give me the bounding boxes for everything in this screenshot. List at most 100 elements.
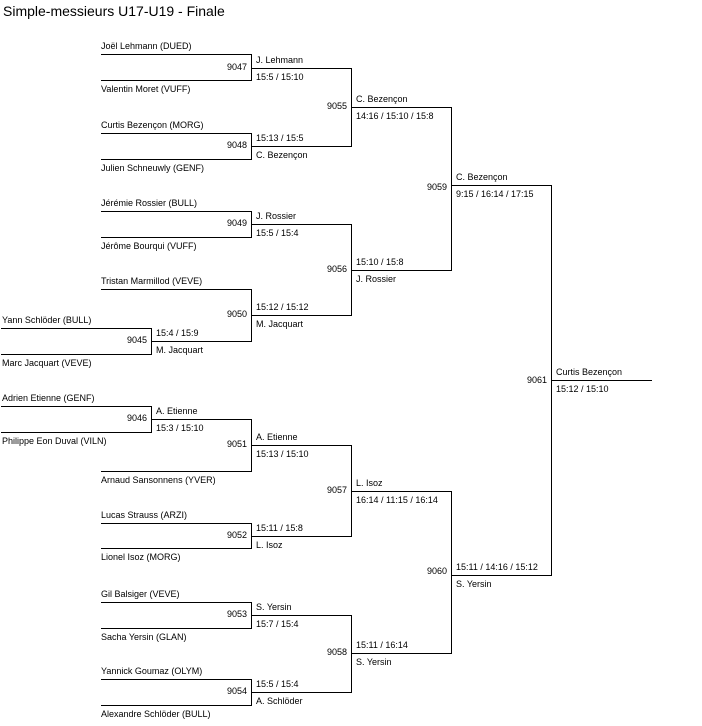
bracket-line — [351, 653, 452, 654]
match-winner: S. Yersin — [456, 579, 492, 589]
bracket-line — [101, 602, 252, 603]
match-number: 9056 — [326, 264, 347, 274]
player-name: Yann Schlöder (BULL) — [2, 315, 92, 325]
match-score: 9:15 / 16:14 / 17:15 — [456, 189, 534, 199]
bracket-line — [251, 54, 252, 81]
match-number: 9057 — [326, 485, 347, 495]
bracket-line — [1, 432, 152, 433]
bracket-line — [101, 679, 252, 680]
match-winner: J. Rossier — [256, 211, 297, 221]
player-name: Yannick Goumaz (OLYM) — [101, 666, 203, 676]
match-score: 15:7 / 15:4 — [256, 619, 299, 629]
match-score: 15:13 / 15:10 — [256, 449, 309, 459]
bracket-line — [101, 628, 252, 629]
player-name: Curtis Bezençon (MORG) — [101, 120, 204, 130]
bracket-line — [351, 491, 452, 492]
bracket-line — [451, 107, 452, 271]
bracket-line — [351, 615, 352, 693]
match-winner: J. Rossier — [356, 274, 397, 284]
bracket-line — [251, 224, 352, 225]
match-score: 15:5 / 15:4 — [256, 228, 299, 238]
bracket-line — [101, 211, 252, 212]
match-winner: S. Yersin — [356, 657, 392, 667]
bracket-line — [151, 419, 252, 420]
bracket-line — [1, 406, 152, 407]
player-name: Valentin Moret (VUFF) — [101, 84, 191, 94]
player-name: Adrien Etienne (GENF) — [2, 393, 95, 403]
bracket-line — [101, 54, 252, 55]
match-number: 9047 — [226, 62, 247, 72]
bracket-line — [451, 575, 552, 576]
bracket-line — [101, 548, 252, 549]
bracket-line — [101, 237, 252, 238]
match-number: 9050 — [226, 309, 247, 319]
match-score: 15:5 / 15:10 — [256, 72, 304, 82]
bracket-line — [351, 270, 452, 271]
match-number: 9060 — [426, 566, 447, 576]
player-name: Lionel Isoz (MORG) — [101, 552, 181, 562]
bracket-line — [101, 289, 252, 290]
match-winner: C. Bezençon — [356, 94, 408, 104]
match-winner: C. Bezençon — [256, 150, 308, 160]
match-number: 9061 — [526, 375, 547, 385]
bracket-line — [251, 445, 352, 446]
player-name: Jérôme Bourqui (VUFF) — [101, 241, 197, 251]
player-name: Julien Schneuwly (GENF) — [101, 163, 205, 173]
bracket-line — [351, 107, 452, 108]
bracket-line — [101, 523, 252, 524]
bracket-line — [251, 536, 352, 537]
match-score: 15:3 / 15:10 — [156, 423, 204, 433]
bracket-line — [101, 471, 252, 472]
player-name: Arnaud Sansonnens (YVER) — [101, 475, 216, 485]
player-name: Marc Jacquart (VEVE) — [2, 358, 92, 368]
match-winner: J. Lehmann — [256, 55, 304, 65]
bracket-line — [451, 491, 452, 654]
match-winner: A. Etienne — [156, 406, 198, 416]
match-number: 9046 — [126, 413, 147, 423]
match-score: 15:10 / 15:8 — [356, 257, 404, 267]
bracket-line — [101, 133, 252, 134]
match-score: 15:11 / 14:16 / 15:12 — [456, 562, 538, 572]
match-score: 15:13 / 15:5 — [256, 133, 304, 143]
match-number: 9053 — [226, 609, 247, 619]
match-number: 9052 — [226, 530, 247, 540]
bracket-line — [1, 328, 152, 329]
match-winner: S. Yersin — [256, 602, 292, 612]
player-name: Philippe Eon Duval (VILN) — [2, 436, 107, 446]
player-name: Sacha Yersin (GLAN) — [101, 632, 187, 642]
bracket-line — [251, 146, 352, 147]
match-number: 9045 — [126, 335, 147, 345]
match-score: 15:5 / 15:4 — [256, 679, 299, 689]
match-number: 9049 — [226, 218, 247, 228]
match-winner: L. Isoz — [256, 540, 283, 550]
bracket-line — [551, 380, 652, 381]
match-score: 15:4 / 15:9 — [156, 328, 199, 338]
player-name: Lucas Strauss (ARZI) — [101, 510, 188, 520]
match-number: 9058 — [326, 647, 347, 657]
bracket-line — [1, 354, 152, 355]
match-winner: M. Jacquart — [256, 319, 304, 329]
bracket-line — [251, 615, 352, 616]
match-number: 9054 — [226, 686, 247, 696]
bracket-line — [251, 315, 352, 316]
match-winner: A. Schlöder — [256, 696, 303, 706]
match-winner: M. Jacquart — [156, 345, 204, 355]
bracket-line — [251, 692, 352, 693]
player-name: Tristan Marmillod (VEVE) — [101, 276, 203, 286]
match-winner: L. Isoz — [356, 478, 383, 488]
bracket-line — [251, 68, 352, 69]
bracket-line — [101, 80, 252, 81]
player-name: Jérémie Rossier (BULL) — [101, 198, 198, 208]
player-name: Alexandre Schlöder (BULL) — [101, 709, 211, 719]
match-number: 9059 — [426, 182, 447, 192]
match-score: 15:11 / 15:8 — [256, 523, 303, 533]
bracket-line — [151, 341, 252, 342]
match-score: 15:12 / 15:12 — [256, 302, 309, 312]
match-score: 14:16 / 15:10 / 15:8 — [356, 111, 434, 121]
match-number: 9051 — [226, 439, 247, 449]
match-number: 9048 — [226, 140, 247, 150]
champion-name: Curtis Bezençon — [556, 367, 623, 377]
match-score: 15:11 / 16:14 — [356, 640, 408, 650]
bracket-line — [101, 159, 252, 160]
